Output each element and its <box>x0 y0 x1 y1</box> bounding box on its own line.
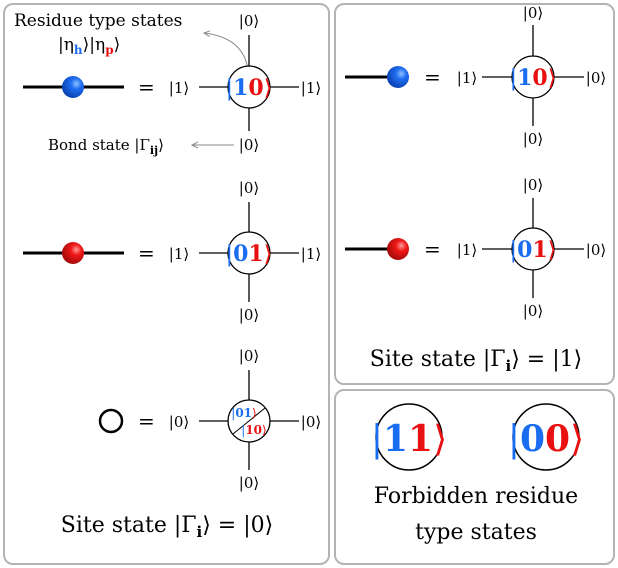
row-hole-end: = |10⟩ |1⟩ |0⟩ |0⟩ |0⟩ <box>345 4 606 148</box>
right-bond-ket: |1⟩ <box>301 79 321 97</box>
equals-sign: = <box>424 237 441 261</box>
row-empty: = |01⟩ |10⟩ |0⟩ |0⟩ |0⟩ |0⟩ <box>98 347 321 492</box>
forbidden-node <box>512 403 580 471</box>
forbidden-caption-line1: Forbidden residue <box>374 484 578 509</box>
panel-end-site-states <box>334 3 615 385</box>
particle-residue-ball <box>62 242 84 264</box>
site-node <box>511 227 555 271</box>
forbidden-state-00: |00⟩ <box>508 403 584 471</box>
site-node <box>511 55 555 99</box>
top-bond-ket: |0⟩ <box>523 4 543 22</box>
small-state-ket-10: |10⟩ <box>241 423 266 437</box>
right-bond-ket: |0⟩ <box>586 69 606 87</box>
row-particle-end: = |01⟩ |1⟩ |0⟩ |0⟩ |0⟩ <box>345 176 606 320</box>
bond-state-label: Bond state |Γij⟩ <box>48 136 164 157</box>
center-state-ket: |10⟩ <box>510 65 557 91</box>
left-panel-caption: Site state |Γi⟩ = |0⟩ <box>61 513 273 541</box>
top-bond-ket: |0⟩ <box>239 179 259 197</box>
center-state-ket: |10⟩ <box>226 75 273 101</box>
right-bond-ket: |0⟩ <box>586 241 606 259</box>
row-particle: = |01⟩ |1⟩ |1⟩ |0⟩ |0⟩ <box>23 179 321 324</box>
row-hole: = |10⟩ |1⟩ |1⟩ |0⟩ |0⟩ <box>23 12 321 154</box>
bottom-bond-ket: |0⟩ <box>523 302 543 320</box>
equals-sign: = <box>138 409 155 433</box>
residue-type-title: Residue type states <box>14 11 182 31</box>
bottom-bond-ket: |0⟩ <box>239 474 259 492</box>
bottom-bond-ket: |0⟩ <box>239 306 259 324</box>
top-right-panel-caption: Site state |Γi⟩ = |1⟩ <box>370 347 582 375</box>
forbidden-state-11: |11⟩ <box>371 403 447 471</box>
top-bond-ket: |0⟩ <box>239 12 259 30</box>
top-bond-ket: |0⟩ <box>523 176 543 194</box>
left-bond-ket: |1⟩ <box>169 79 189 97</box>
forbidden-caption-line2: type states <box>415 520 537 545</box>
left-bond-ket: |1⟩ <box>169 245 189 263</box>
empty-site-circle <box>98 408 124 434</box>
equals-sign: = <box>138 75 155 99</box>
site-node <box>227 231 271 275</box>
center-state-ket: |01⟩ <box>510 237 557 263</box>
forbidden-node <box>375 403 443 471</box>
forbidden-ket: |11⟩ <box>371 418 447 460</box>
left-bond-ket: |1⟩ <box>457 69 477 87</box>
site-node <box>227 65 271 109</box>
bottom-bond-ket: |0⟩ <box>239 136 259 154</box>
small-state-ket-01: |01⟩ <box>231 406 256 420</box>
right-bond-ket: |0⟩ <box>301 413 321 431</box>
equals-sign: = <box>138 241 155 265</box>
equals-sign: = <box>424 65 441 89</box>
diagonal-separator <box>232 407 266 435</box>
top-bond-ket: |0⟩ <box>239 347 259 365</box>
center-state-ket: |01⟩ <box>226 241 273 267</box>
left-bond-ket: |0⟩ <box>169 413 189 431</box>
forbidden-ket: |00⟩ <box>508 418 584 460</box>
residue-type-formula: |ηh⟩|ηp⟩ <box>58 35 120 57</box>
bottom-bond-ket: |0⟩ <box>523 130 543 148</box>
particle-residue-ball <box>387 238 409 260</box>
panel-bulk-site-states <box>3 3 330 565</box>
residue-annotation-arrow <box>204 33 249 71</box>
left-bond-ket: |1⟩ <box>457 241 477 259</box>
right-bond-ket: |1⟩ <box>301 245 321 263</box>
hole-residue-ball <box>62 76 84 98</box>
hole-residue-ball <box>387 66 409 88</box>
